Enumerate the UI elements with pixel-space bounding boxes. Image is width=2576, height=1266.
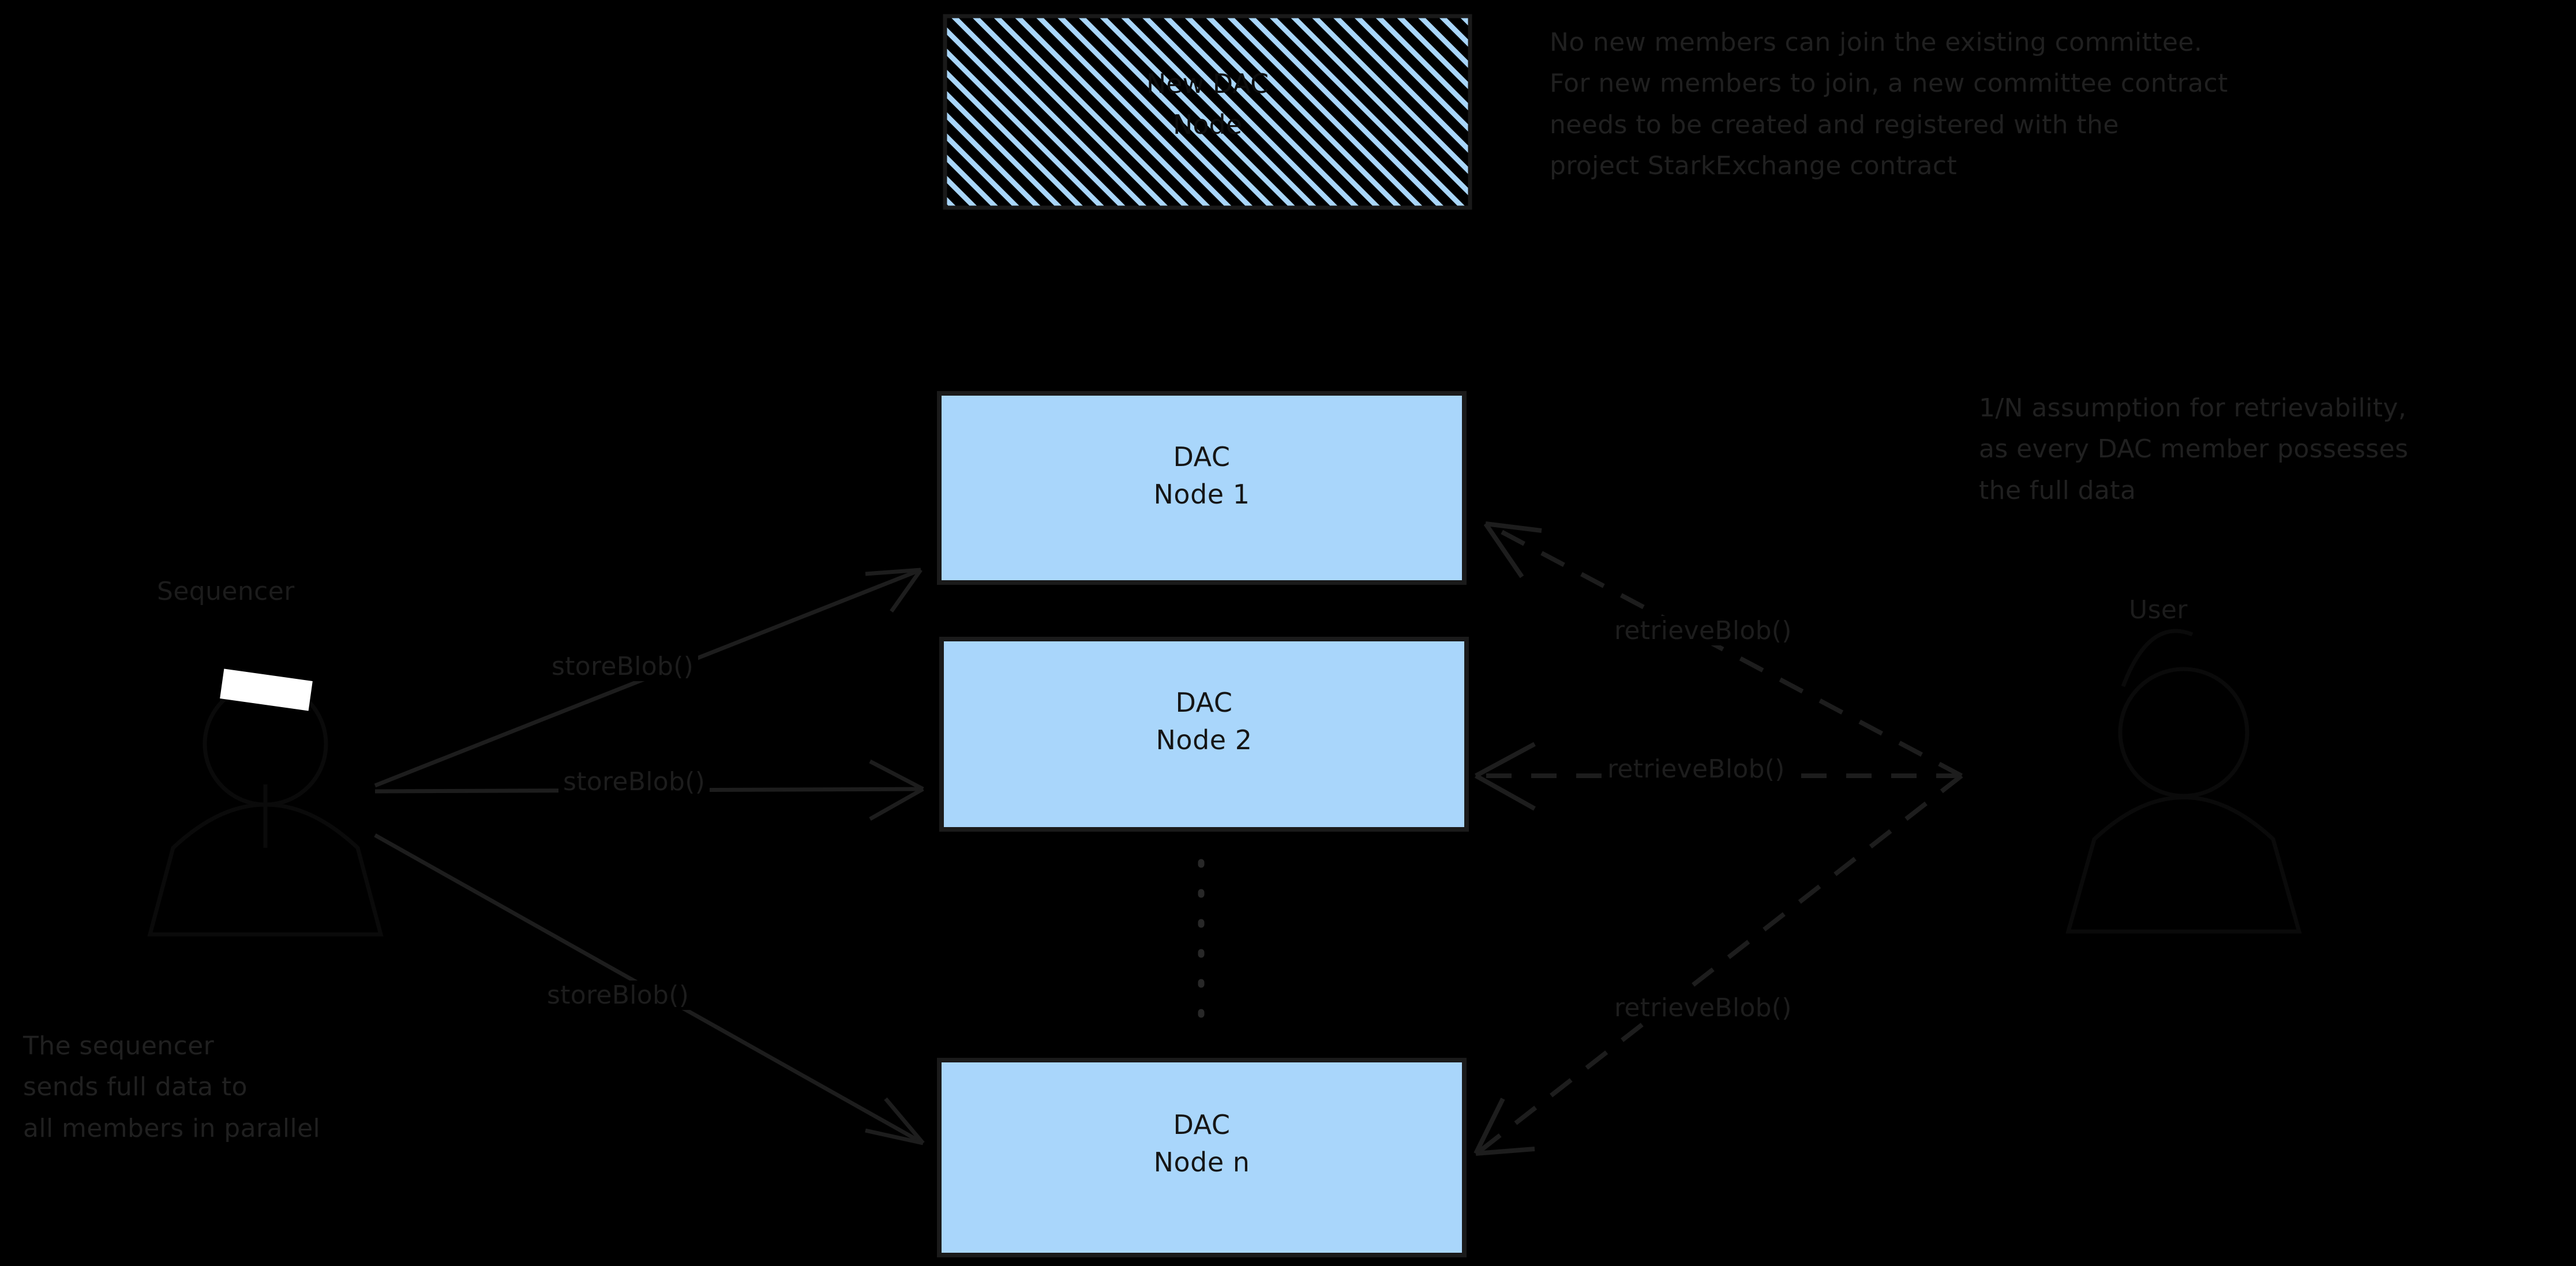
retrieve-blob-label-2: retrieveBlob() — [1603, 754, 1790, 784]
dac-node-2-label: DAC Node 2 — [1156, 687, 1253, 756]
retrieve-blob-arrowhead-n — [1473, 1098, 1535, 1156]
store-blob-arrowhead-n — [865, 1097, 925, 1145]
user-label: User — [2129, 595, 2188, 625]
retrieve-blob-edge-1 — [1487, 523, 1963, 778]
store-blob-arrowhead-1 — [865, 568, 923, 613]
store-blob-label-1: storeBlob() — [547, 652, 699, 681]
retrieve-blob-label-n: retrieveBlob() — [1610, 993, 1797, 1023]
retrieve-blob-label-1: retrieveBlob() — [1610, 616, 1797, 645]
dac-node-n-box[interactable] — [937, 1058, 1467, 1257]
new-dac-node-box — [943, 14, 1472, 210]
new-dac-node-label: New DAC Node — [1146, 68, 1269, 141]
retrieve-blob-arrowhead-1 — [1483, 521, 1542, 578]
dac-node-2-box[interactable] — [939, 637, 1469, 832]
sequencer-label: Sequencer — [157, 577, 295, 606]
retrieve-blob-edge-n — [1476, 773, 1963, 1155]
dac-node-1-box[interactable] — [937, 391, 1467, 585]
dac-node-n-label: DAC Node n — [1153, 1109, 1250, 1178]
note-retrievability: 1/N assumption for retrievability, as ev… — [1979, 393, 2409, 505]
retrieve-blob-arrowhead-2 — [1475, 742, 1536, 811]
store-blob-label-n: storeBlob() — [542, 981, 694, 1010]
store-blob-arrowhead-2 — [869, 759, 924, 821]
user-icon — [2065, 629, 2302, 934]
note-committee: No new members can join the existing com… — [1550, 28, 2228, 181]
sequencer-icon — [147, 681, 384, 937]
note-sequencer: The sequencer sends full data to all mem… — [23, 1031, 321, 1143]
store-blob-label-2: storeBlob() — [558, 767, 710, 797]
dac-node-1-label: DAC Node 1 — [1153, 441, 1250, 510]
